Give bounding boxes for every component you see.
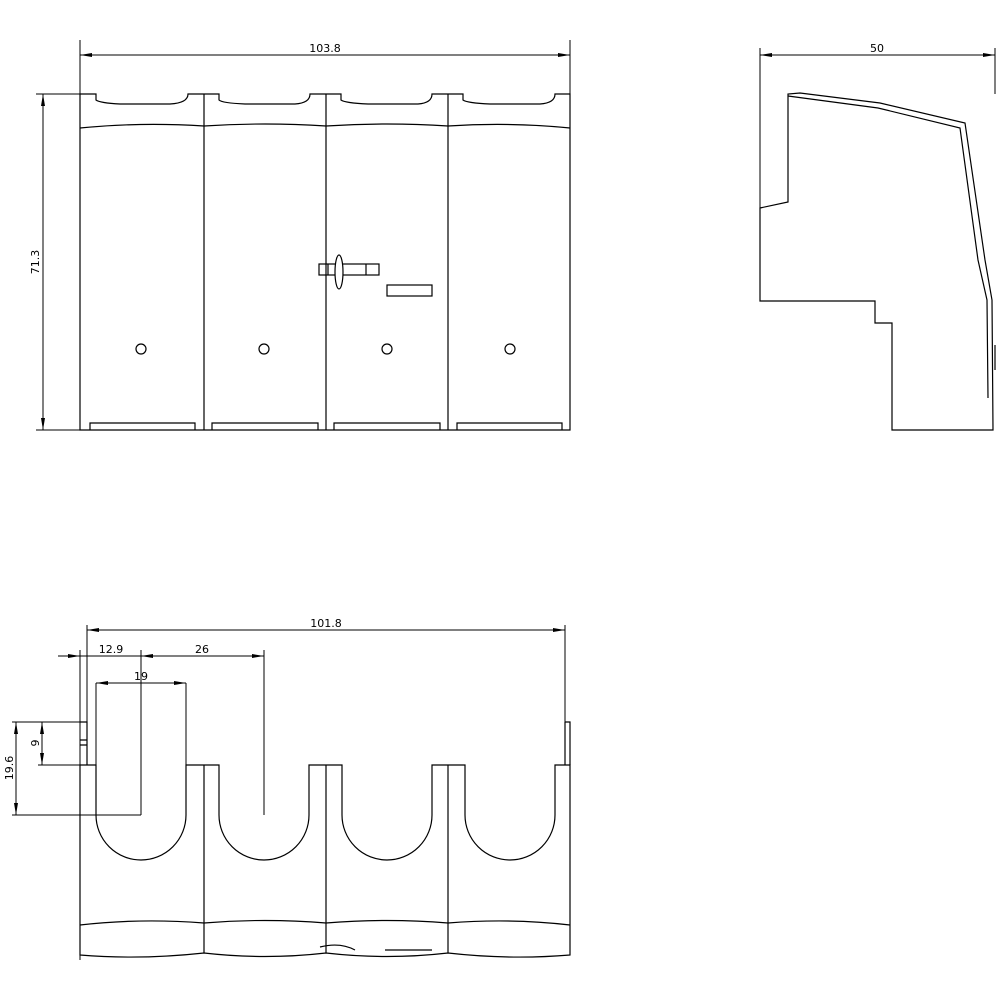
screw-hole — [135, 343, 147, 355]
latch — [318, 254, 433, 297]
screw-hole — [504, 343, 516, 355]
dim-side-depth: 50 — [870, 42, 884, 55]
dim-front-width: 103.8 — [309, 42, 341, 55]
dim-offset-left: 12.9 — [99, 643, 124, 656]
dim-slot-width: 19 — [134, 670, 148, 683]
screw-hole — [258, 343, 270, 355]
dim-front-height: 71.3 — [29, 250, 42, 275]
dim-pitch: 26 — [195, 643, 209, 656]
screw-hole — [381, 343, 393, 355]
side-view: 50 — [759, 42, 996, 431]
front-view: 103.8 71.3 — [29, 40, 571, 431]
dim-bottom-width: 101.8 — [310, 617, 342, 630]
dim-ledge-height: 9 — [29, 740, 42, 747]
dim-slot-depth: 19.6 — [3, 756, 16, 781]
bottom-view: 101.8 12.9 26 19 9 19.6 — [3, 617, 571, 960]
